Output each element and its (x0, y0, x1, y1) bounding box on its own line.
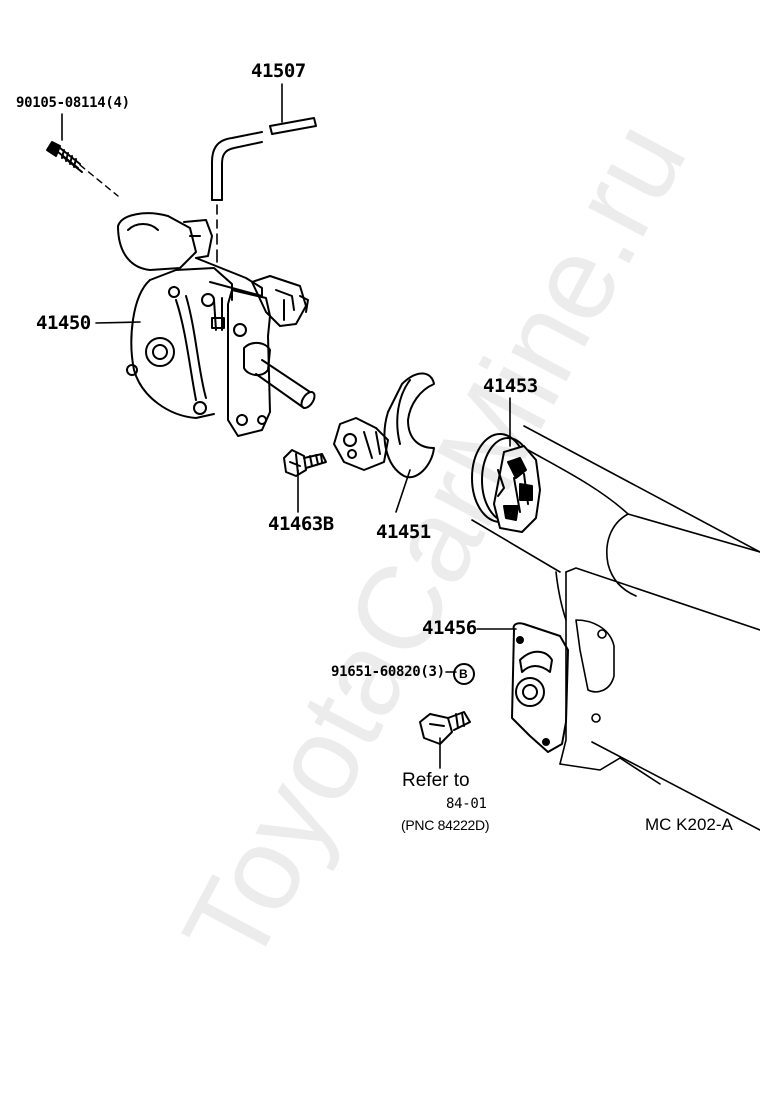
fork-41451-icon (333, 372, 435, 479)
screw-41463b-icon (283, 449, 327, 477)
bolt-90105-icon (46, 141, 119, 197)
label-washer-91651: 91651-60820(3) (331, 664, 445, 680)
label-refer-to: Refer to (402, 770, 470, 791)
label-screw-41463b: 41463B (268, 513, 334, 535)
label-actuator-41450: 41450 (36, 312, 91, 334)
label-bolt-90105: 90105-08114(4) (16, 95, 130, 111)
label-fork-41451: 41451 (376, 521, 431, 543)
transfer-case-outline (471, 425, 760, 831)
label-gear-41453: 41453 (483, 375, 538, 397)
label-ref-page: 84-01 (446, 796, 487, 812)
washer-b-icon (453, 663, 475, 685)
label-plate-41456: 41456 (422, 617, 477, 639)
actuator-41450-icon (117, 212, 316, 437)
diagram-code: MC K202-A (645, 815, 733, 834)
label-hose-41507: 41507 (251, 60, 306, 82)
hose-41507-icon (211, 117, 317, 263)
leader-lines (61, 83, 517, 769)
washer-mark-label: B (459, 667, 468, 681)
label-ref-pnc: (PNC 84222D) (401, 817, 490, 833)
switch-84-01-icon (419, 711, 471, 745)
plate-41456-icon (511, 622, 569, 753)
gear-41453-icon (471, 433, 541, 533)
